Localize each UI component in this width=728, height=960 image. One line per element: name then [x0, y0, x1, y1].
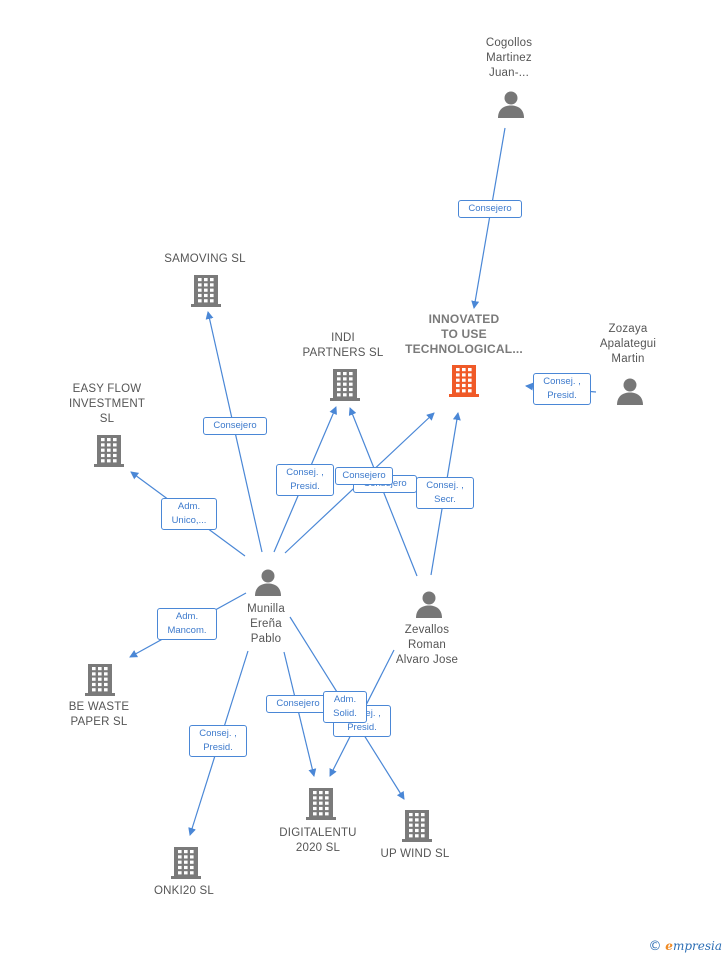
person-icon[interactable] — [615, 376, 645, 411]
node-label-line: INNOVATED — [428, 312, 500, 326]
relation-label-line: Adm. — [333, 694, 357, 705]
relation-label-line: Consej. , — [426, 480, 464, 491]
relation-label-line: Consej. , — [286, 467, 324, 478]
building-icon[interactable] — [402, 808, 432, 849]
node-label-line: Zozaya — [608, 323, 648, 335]
relation-label-cogollos-innovated[interactable]: Consejero — [458, 200, 522, 218]
relation-label-line: Adm. — [177, 501, 201, 512]
building-icon[interactable] — [94, 433, 124, 474]
node-label-line: TECHNOLOGICAL... — [405, 342, 523, 356]
node-label-line: Ereña — [250, 618, 282, 630]
node-label-line: Juan-... — [489, 67, 529, 79]
relation-label-munilla-digitalentu[interactable]: Consejero — [266, 695, 330, 713]
node-label-line: SAMOVING SL — [164, 253, 246, 265]
node-label[interactable]: SAMOVING SL — [135, 252, 275, 267]
node-label-line: Cogollos — [485, 37, 533, 49]
relation-label-munilla-onki20[interactable]: Consej. , Presid. — [189, 725, 247, 757]
relation-label-line: Consej. , — [199, 728, 237, 739]
building-icon[interactable] — [306, 786, 336, 827]
node-label-line: Roman — [407, 639, 447, 651]
relation-label-line: Consejero — [342, 470, 386, 481]
relation-label-line: Secr. — [434, 494, 456, 505]
person-icon[interactable] — [414, 589, 444, 624]
node-label-line: Martin — [611, 353, 645, 365]
relation-label-line: Solid. — [333, 708, 357, 719]
node-label-line: PARTNERS SL — [302, 347, 384, 359]
relation-label-zozaya-innovated[interactable]: Consej. , Presid. — [533, 373, 591, 405]
node-label-line: INVESTMENT — [68, 398, 146, 410]
node-label-line: TO USE — [441, 327, 487, 341]
relation-label-munilla-easyflow[interactable]: Adm. Unico,... — [161, 498, 217, 530]
node-label-line: Munilla — [247, 603, 285, 615]
relation-label-line: Presid. — [547, 390, 577, 401]
node-label-line: Pablo — [250, 633, 282, 645]
relation-label-zevallos-indi[interactable]: Consejero — [335, 467, 393, 485]
node-label-line: Martinez — [486, 52, 532, 64]
person-icon[interactable] — [496, 89, 526, 124]
relation-label-line: Unico,... — [171, 515, 207, 526]
node-label[interactable]: UP WIND SL — [345, 847, 485, 862]
node-label-line: UP WIND SL — [380, 848, 450, 860]
node-label-line: SL — [99, 413, 115, 425]
relation-label-munilla-bewaste[interactable]: Adm. Mancom. — [157, 608, 217, 640]
node-label-line: ONKI20 SL — [154, 885, 214, 897]
relation-label-line: Presid. — [290, 481, 320, 492]
node-label-line: Zevallos — [404, 624, 450, 636]
relation-label-line: Mancom. — [167, 625, 207, 636]
node-label[interactable]: BE WASTE PAPER SL — [29, 700, 169, 730]
node-label-line: Apalategui — [599, 338, 657, 350]
building-icon[interactable] — [191, 273, 221, 314]
relation-label-line: Presid. — [347, 722, 377, 733]
relation-label-line: Adm. — [175, 611, 199, 622]
node-label-line: 2020 SL — [295, 842, 341, 854]
node-label[interactable]: INDI PARTNERS SL — [273, 331, 413, 361]
node-label[interactable]: DIGITALENTU 2020 SL — [248, 826, 388, 856]
node-label-line: BE WASTE — [68, 701, 130, 713]
node-label[interactable]: ONKI20 SL — [114, 884, 254, 899]
node-label-line: EASY FLOW — [72, 383, 142, 395]
building-icon[interactable] — [330, 367, 360, 408]
relation-label-line: Presid. — [203, 742, 233, 753]
relation-label-zevallos-innovated[interactable]: Consej. , Secr. — [416, 477, 474, 509]
relation-label-munilla-indi[interactable]: Consej. , Presid. — [276, 464, 334, 496]
relation-label-line: Consejero — [468, 203, 512, 214]
relation-label-line: Consej. , — [543, 376, 581, 387]
empresia-logo[interactable]: © empresia — [648, 939, 722, 954]
node-label-line: PAPER SL — [70, 716, 128, 728]
edge-munilla-to-digitalentu — [283, 651, 317, 777]
edge-cogollos-to-innovated — [471, 127, 506, 309]
node-label[interactable]: EASY FLOW INVESTMENT SL — [37, 382, 177, 427]
building-icon[interactable] — [171, 845, 201, 886]
relation-label-munilla-samoving[interactable]: Consejero — [203, 417, 267, 435]
node-label-line: DIGITALENTU — [279, 827, 357, 839]
node-label-line: Alvaro Jose — [395, 654, 459, 666]
relation-label-line: Consejero — [276, 698, 320, 709]
relation-label-line: Consejero — [213, 420, 257, 431]
relation-label-munilla-upwind[interactable]: Adm. Solid. — [323, 691, 367, 723]
node-label-line: INDI — [331, 332, 355, 344]
person-icon[interactable] — [253, 567, 283, 602]
building-icon[interactable] — [85, 662, 115, 703]
building-icon[interactable] — [449, 363, 479, 404]
